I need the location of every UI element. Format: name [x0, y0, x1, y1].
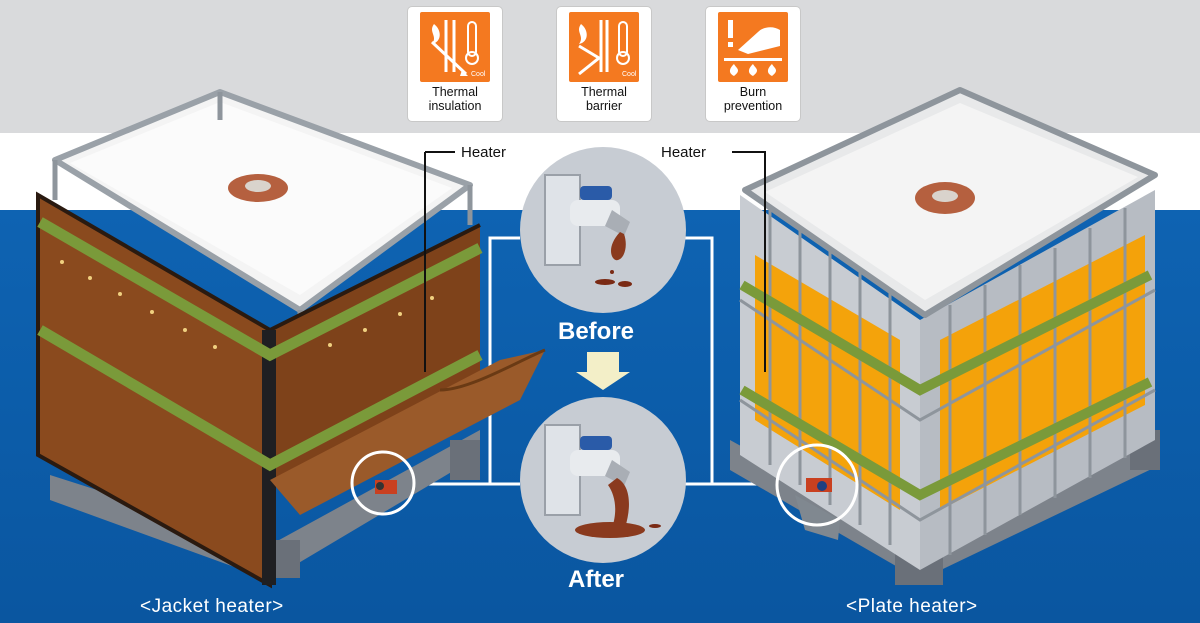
- valve-highlight-left: [350, 450, 416, 516]
- badge-label-line2: prevention: [723, 99, 783, 113]
- before-label: Before: [558, 318, 635, 345]
- thermal-insulation-icon: Cool: [420, 12, 490, 82]
- down-arrow: [576, 352, 630, 390]
- heater-label-right: Heater: [661, 144, 707, 161]
- after-illustration: [520, 397, 686, 563]
- before-illustration: [520, 147, 686, 313]
- svg-text:Cool: Cool: [471, 71, 486, 78]
- heater-pointer-left: [424, 151, 455, 372]
- badge-label-line2: barrier: [585, 99, 623, 113]
- after-label: After: [568, 566, 625, 593]
- plate-heater-tank: [730, 87, 1160, 585]
- badge-label-line2: insulation: [428, 99, 482, 113]
- badge-label-line1: Thermal: [581, 85, 627, 99]
- thermal-barrier-icon: Cool: [569, 12, 639, 82]
- connector-lines: [410, 236, 792, 486]
- jacket-heater-caption: <Jacket heater>: [140, 596, 284, 617]
- heater-pointer-right: [732, 151, 766, 372]
- heater-label-left: Heater: [461, 144, 507, 161]
- badge-label-line1: Burn: [739, 85, 767, 99]
- badge-label-line1: Thermal: [432, 85, 478, 99]
- valve-highlight-right: [775, 443, 859, 527]
- svg-text:Cool: Cool: [622, 71, 637, 78]
- plate-heater-caption: <Plate heater>: [846, 596, 978, 617]
- burn-prevention-icon: [718, 12, 788, 82]
- jacket-heater-tank: [36, 89, 546, 589]
